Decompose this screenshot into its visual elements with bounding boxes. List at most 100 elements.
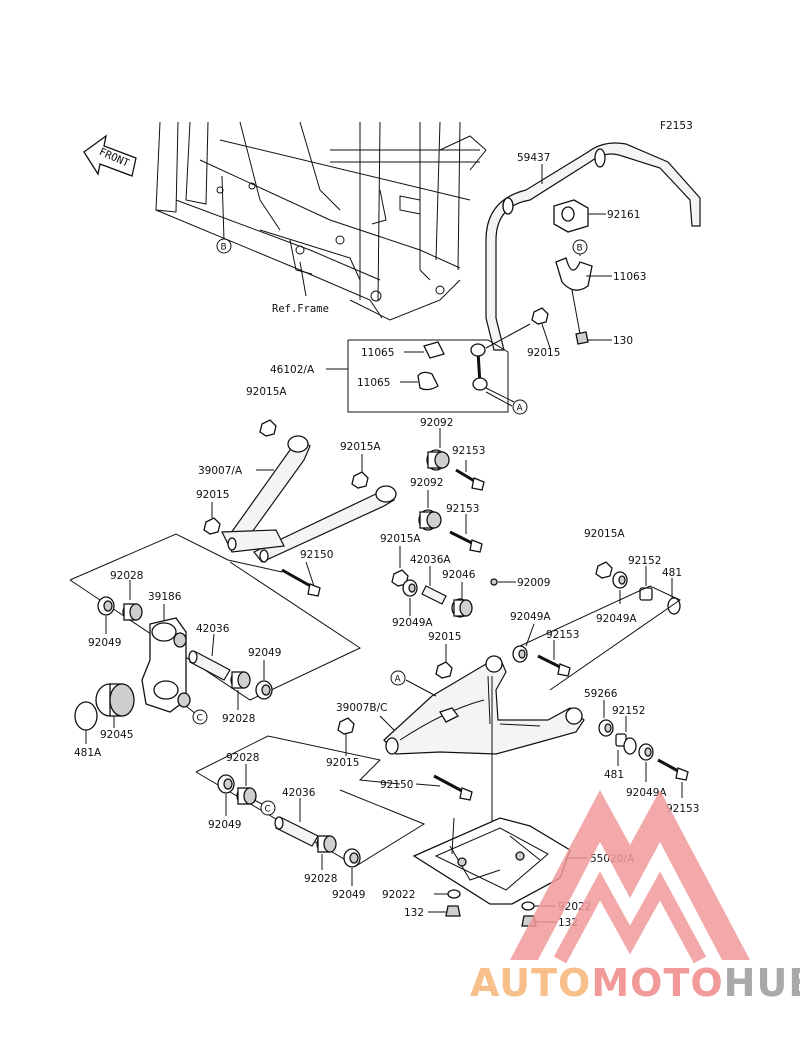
callout-c-knuckle-label: C: [197, 714, 203, 724]
label-92152-b: 92152: [612, 705, 645, 717]
seal-92049A-c: [512, 645, 528, 663]
pin-42036-a: [188, 650, 231, 681]
label-92153-c: 92153: [546, 629, 579, 641]
label-42036A: 42036A: [410, 554, 451, 566]
callout-a-link: [512, 399, 528, 415]
label-92015A-d: 92015A: [584, 528, 625, 540]
spacer-42036A: [421, 585, 447, 605]
nut-92015-d: [337, 717, 355, 735]
spacer-92028-d: [316, 835, 337, 853]
seal-92049-a: [97, 596, 115, 616]
label-481-b: 481: [604, 769, 624, 781]
upper-a-arm: [221, 435, 397, 563]
seal-92049-c: [217, 774, 235, 794]
boot-11065-a: [423, 341, 445, 359]
bolt-92150-a: [281, 568, 321, 597]
label-39007: 39007/A: [198, 465, 243, 477]
label-481-a: 481: [662, 567, 682, 579]
spacer-92028-b: [230, 671, 251, 689]
bolt-92153-b: [449, 530, 483, 553]
bushing-92161: [553, 199, 589, 233]
label-92049A-a: 92049A: [392, 617, 433, 629]
label-92161: 92161: [607, 209, 640, 221]
bracket-11063: [555, 257, 593, 291]
spacer-92028-a: [122, 603, 143, 621]
bushing-92092-b: [418, 509, 442, 531]
label-132-a: 132: [404, 907, 424, 919]
callout-a-link-label: A: [517, 404, 524, 414]
callout-b-bracket-label: B: [577, 244, 583, 254]
label-92150-a: 92150: [300, 549, 333, 561]
label-92015-top: 92015: [527, 347, 560, 359]
bolt-92150-b: [433, 774, 473, 801]
watermark-moto: MOTO: [591, 961, 723, 1005]
bolt-92153-d: [657, 758, 689, 781]
knuckle-39186: [141, 617, 191, 713]
frame-drawing: [155, 121, 487, 321]
grease-nipple-92009: [490, 578, 498, 586]
callout-a-arm: [390, 670, 406, 686]
label-481A: 481A: [74, 747, 102, 759]
label-92015A-c: 92015A: [380, 533, 421, 545]
bushing-92046: [451, 598, 473, 618]
label-39007BC: 39007B/C: [336, 702, 387, 714]
circlip-481-a: [667, 597, 681, 615]
automotohub-watermark-logo: AUTOMOTOHUB: [470, 790, 800, 1005]
bolt-92153-a: [455, 468, 485, 491]
callout-c-lower-label: C: [265, 805, 271, 815]
label-92015-c: 92015: [428, 631, 461, 643]
nut-92015A-d: [595, 561, 613, 579]
pin-42036-b: [274, 816, 319, 847]
label-92049A-b: 92049A: [596, 613, 637, 625]
nut-upper-3: [203, 517, 221, 535]
nut-upper-2: [351, 471, 369, 489]
watermark-auto: AUTO: [470, 961, 591, 1005]
seal-92049A-d: [638, 743, 654, 761]
label-11065-a: 11065: [361, 347, 394, 359]
label-92015-d: 92015: [326, 757, 359, 769]
label-92028-d: 92028: [304, 873, 337, 885]
label-42036-a: 42036: [196, 623, 230, 635]
label-92049-c: 92049: [208, 819, 241, 831]
label-92049-b: 92049: [248, 647, 281, 659]
label-92022-a: 92022: [382, 889, 415, 901]
callout-b-frame-label: B: [221, 243, 227, 253]
label-92150-b: 92150: [380, 779, 413, 791]
label-42036-b: 42036: [282, 787, 316, 799]
label-39186: 39186: [148, 591, 182, 603]
callout-b-bracket: [572, 239, 588, 255]
nut-92015-c: [435, 661, 453, 679]
front-arrow-icon: FRONT: [83, 134, 137, 177]
label-92028-c: 92028: [226, 752, 259, 764]
spacer-92028-c: [236, 787, 257, 805]
watermark-hub: HUB: [724, 961, 800, 1005]
label-92153-d: 92153: [666, 803, 699, 815]
stabilizer-bar: [485, 142, 701, 351]
callout-a-arm-label: A: [395, 675, 402, 685]
washer-92022-a: [447, 889, 461, 899]
callout-c-lower: [260, 800, 276, 816]
seal-92049A-a: [402, 579, 418, 597]
label-92092-a: 92092: [420, 417, 453, 429]
label-11063: 11063: [613, 271, 646, 283]
label-92015A-b: 92015A: [340, 441, 381, 453]
label-92049-d: 92049: [332, 889, 365, 901]
label-92009: 92009: [517, 577, 550, 589]
circlip-481-b: [623, 737, 637, 755]
label-92028-a: 92028: [110, 570, 143, 582]
stabilizer-link: [470, 323, 531, 403]
skid-plate-55020: [412, 817, 571, 905]
seal-92049-b: [255, 680, 273, 700]
circlip-481A: [74, 701, 98, 731]
label-59437: 59437: [517, 152, 550, 164]
callout-c-knuckle: [192, 709, 208, 725]
bearing-92045: [95, 683, 135, 717]
seal-92049A-b: [612, 571, 628, 589]
callout-b-frame: [216, 238, 232, 254]
figure-code: F2153: [660, 120, 693, 132]
bushing-59266: [598, 719, 614, 737]
bolt-132-a: [445, 905, 461, 917]
label-92049A-c: 92049A: [510, 611, 551, 623]
nut-upper-1: [259, 419, 277, 437]
